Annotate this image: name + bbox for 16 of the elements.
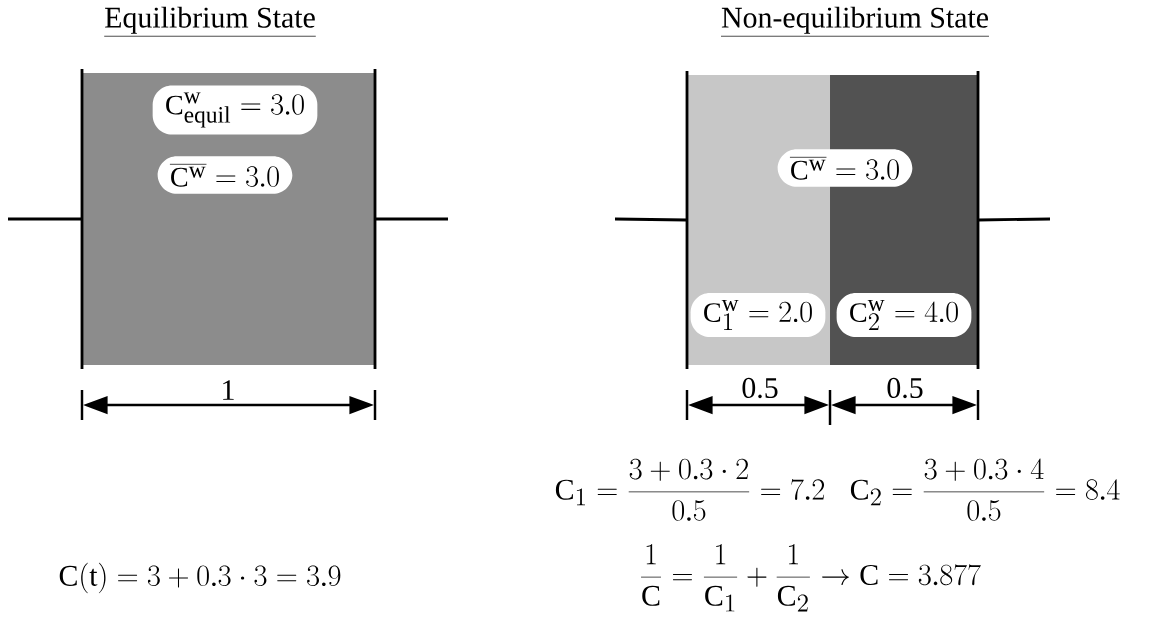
dimension-label: 0.5 <box>884 376 926 400</box>
wire <box>978 217 1050 222</box>
formula: $\frac{1}{C} = \frac{1}{C_1} + \frac{1}{C_2} \rightarrow C = 3.877$ <box>641 544 981 612</box>
value-label: $\overline{C^{w}}=3.0$ <box>157 156 293 194</box>
wire <box>615 217 687 222</box>
formula: $C_1 = \frac{3 + 0.3\cdot 2}{0.5} = 7.2$ <box>555 458 825 521</box>
formula: $C(t) = 3 + 0.3\cdot 3 = 3.9$ <box>59 562 341 594</box>
dimension-label: 1 <box>218 378 238 402</box>
value-label: $\overline{C^{w}}=3.0$ <box>777 149 913 187</box>
wire <box>375 217 448 221</box>
wire <box>8 217 82 221</box>
heading: Non-equilibrium State <box>720 6 990 37</box>
heading: Equilibrium State <box>103 6 317 37</box>
formula: $C_2 = \frac{3 + 0.3\cdot 4}{0.5} = 8.4$ <box>850 458 1120 521</box>
value-label: $C^{w}_{\mathrm{equil}}=3.0$ <box>152 85 318 135</box>
dimension-label: 0.5 <box>739 376 781 400</box>
